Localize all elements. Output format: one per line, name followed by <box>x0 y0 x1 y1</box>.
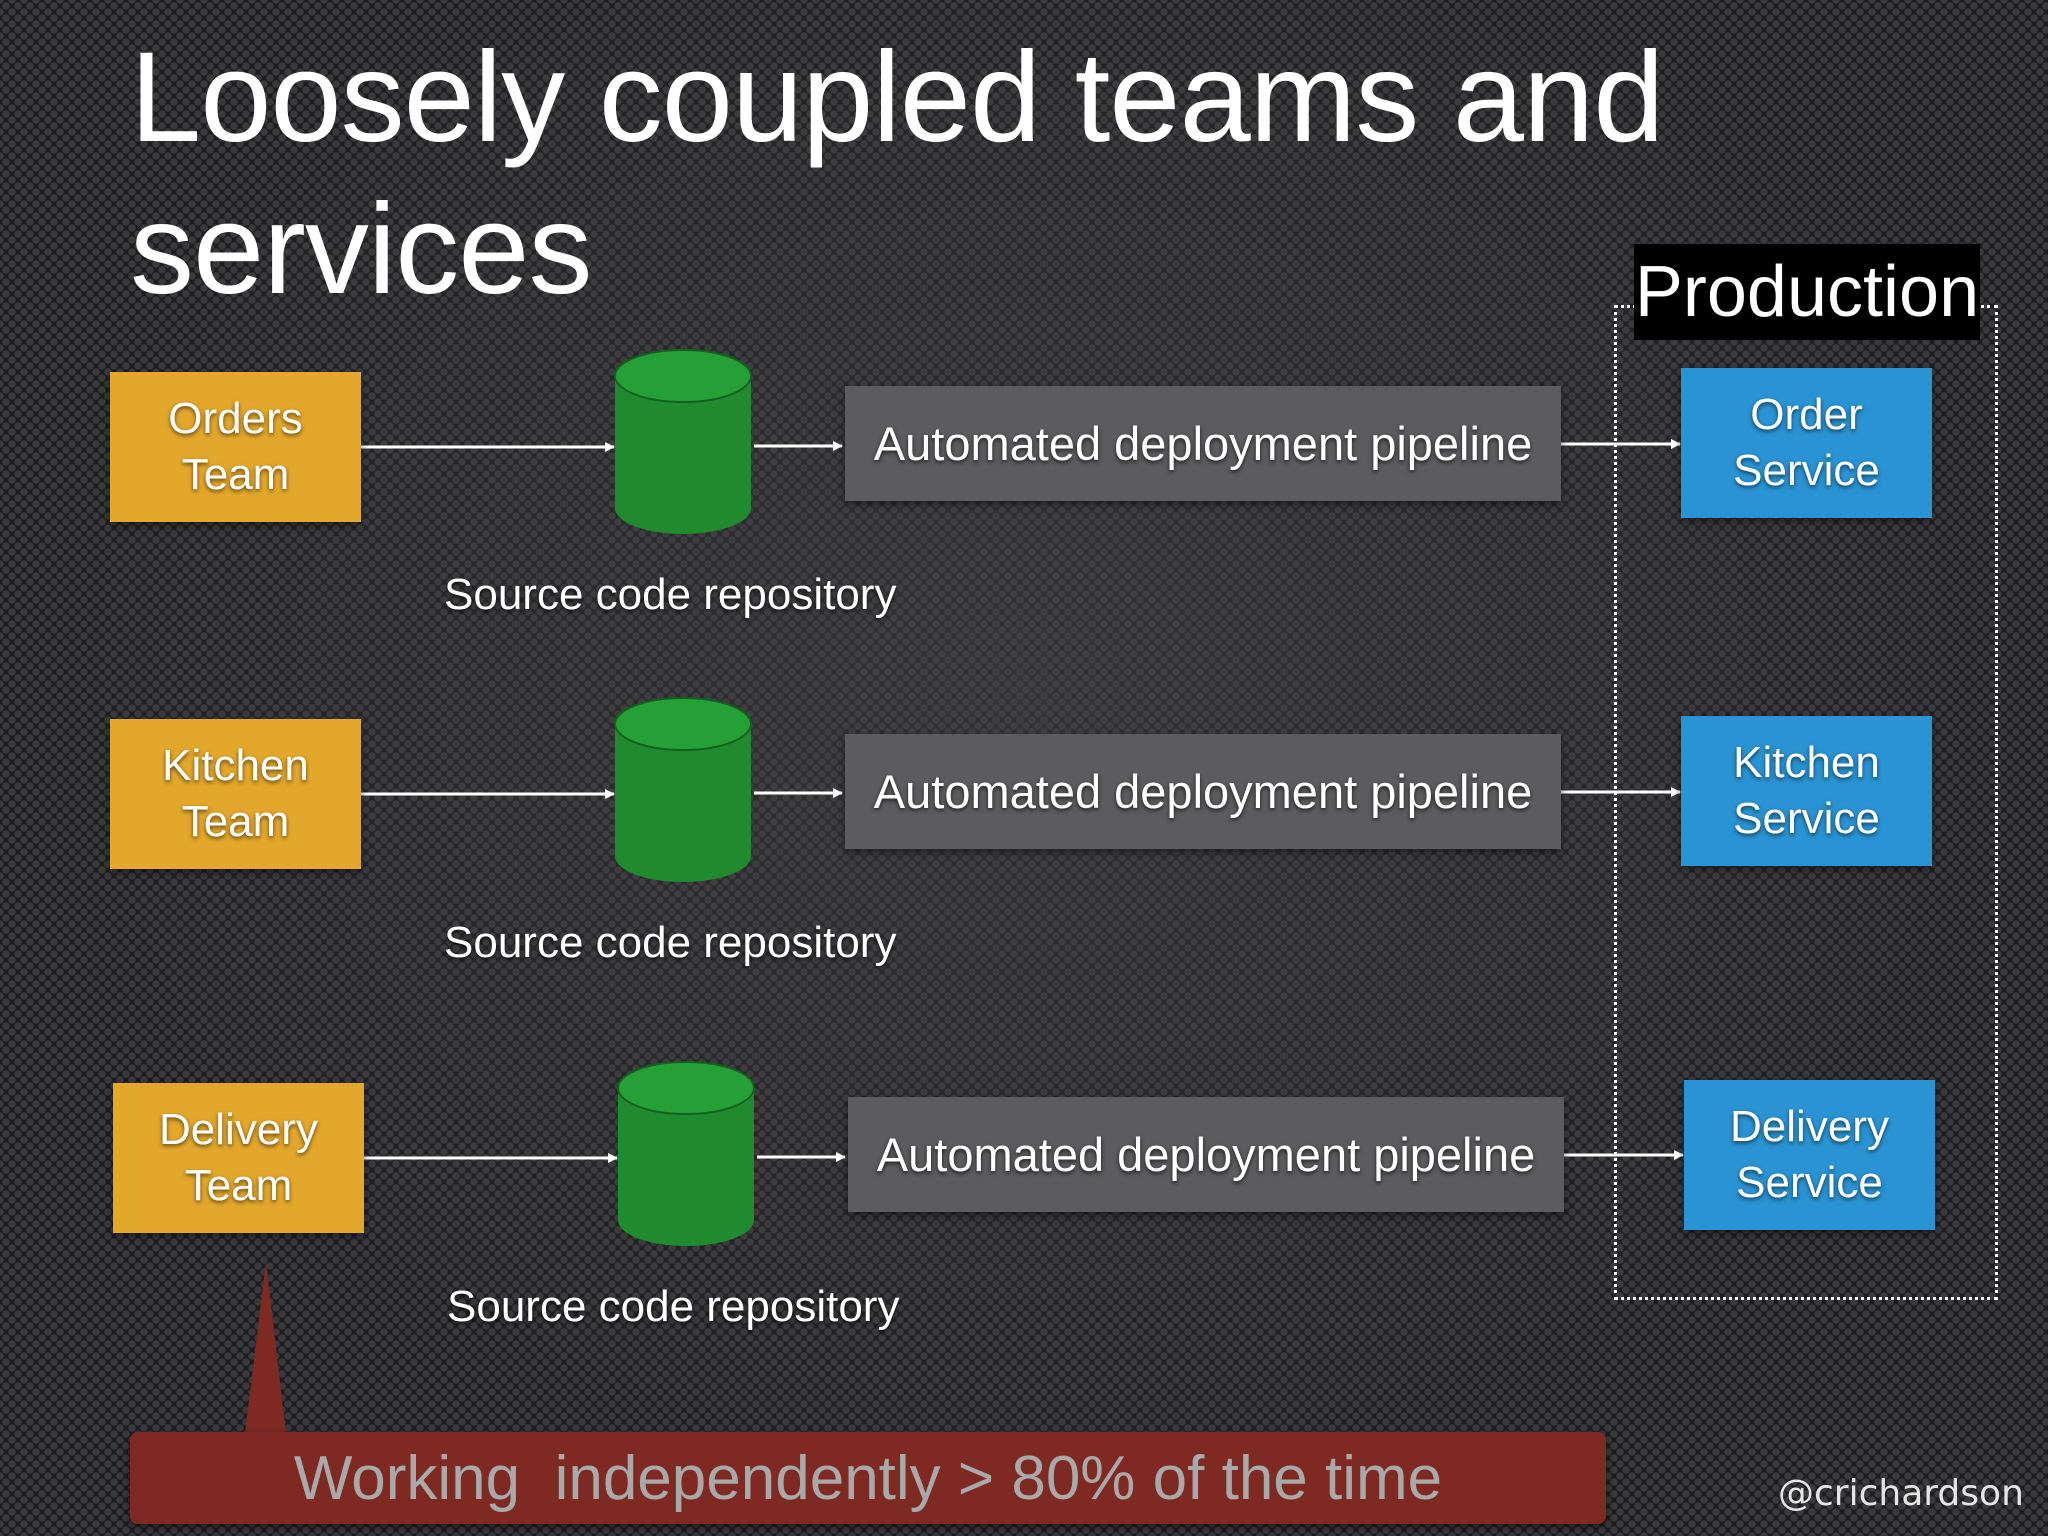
repository-icon <box>617 1061 755 1246</box>
callout-text: Working independently > 80% of the time <box>293 1443 1443 1513</box>
team-suffix: Team <box>181 450 290 499</box>
callout-banner: Working independently > 80% of the time <box>130 1432 1606 1524</box>
service-name: Order <box>1750 390 1863 439</box>
team-name: Orders <box>168 394 303 443</box>
repository-icon <box>614 349 752 534</box>
service-suffix: Service <box>1736 1158 1883 1207</box>
team-name: Delivery <box>159 1105 318 1154</box>
author-handle: @crichardson <box>1778 1473 2024 1514</box>
repository-icon <box>614 697 752 882</box>
team-suffix: Team <box>181 797 290 846</box>
repository-label: Source code repository <box>444 570 897 619</box>
deployment-pipeline-box: Automated deployment pipeline <box>848 1097 1564 1212</box>
callout-pointer <box>245 1262 286 1434</box>
repository-label: Source code repository <box>447 1282 900 1331</box>
production-label: Production <box>1634 244 1980 340</box>
team-name: Kitchen <box>162 741 309 790</box>
deployment-pipeline-box: Automated deployment pipeline <box>845 734 1561 849</box>
repository-label: Source code repository <box>444 918 897 967</box>
service-name: Delivery <box>1730 1102 1889 1151</box>
service-suffix: Service <box>1733 794 1880 843</box>
service-suffix: Service <box>1733 446 1880 495</box>
service-name: Kitchen <box>1733 738 1880 787</box>
deployment-pipeline-box: Automated deployment pipeline <box>845 386 1561 501</box>
team-suffix: Team <box>184 1161 293 1210</box>
slide-title: Loosely coupled teams and services <box>130 26 1664 321</box>
